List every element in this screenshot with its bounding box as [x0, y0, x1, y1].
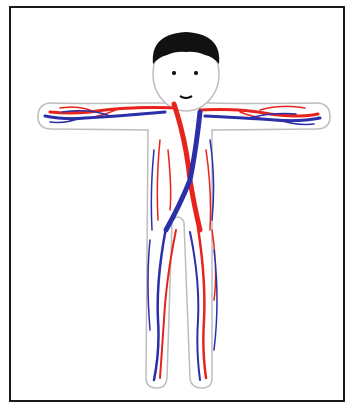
left-eye: [172, 71, 176, 75]
head: [153, 32, 219, 111]
right-eye: [194, 71, 198, 75]
